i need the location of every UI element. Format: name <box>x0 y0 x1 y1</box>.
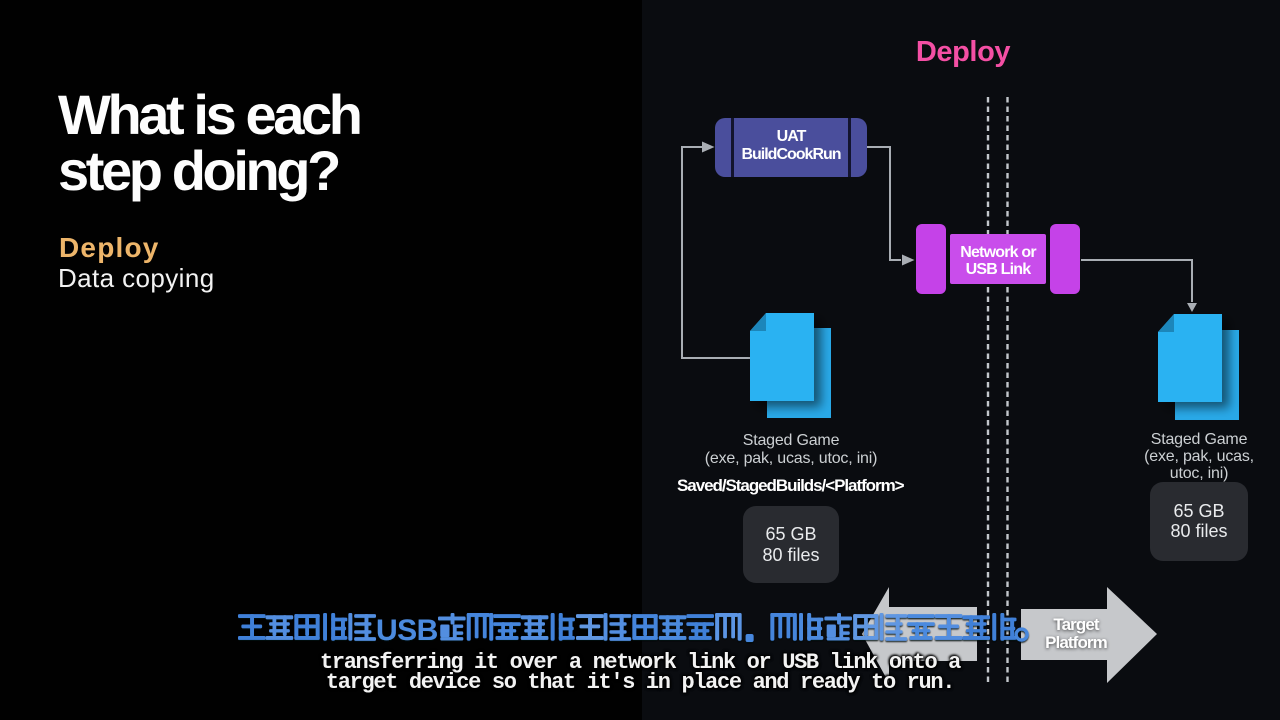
svg-text:USB: USB <box>376 614 438 647</box>
